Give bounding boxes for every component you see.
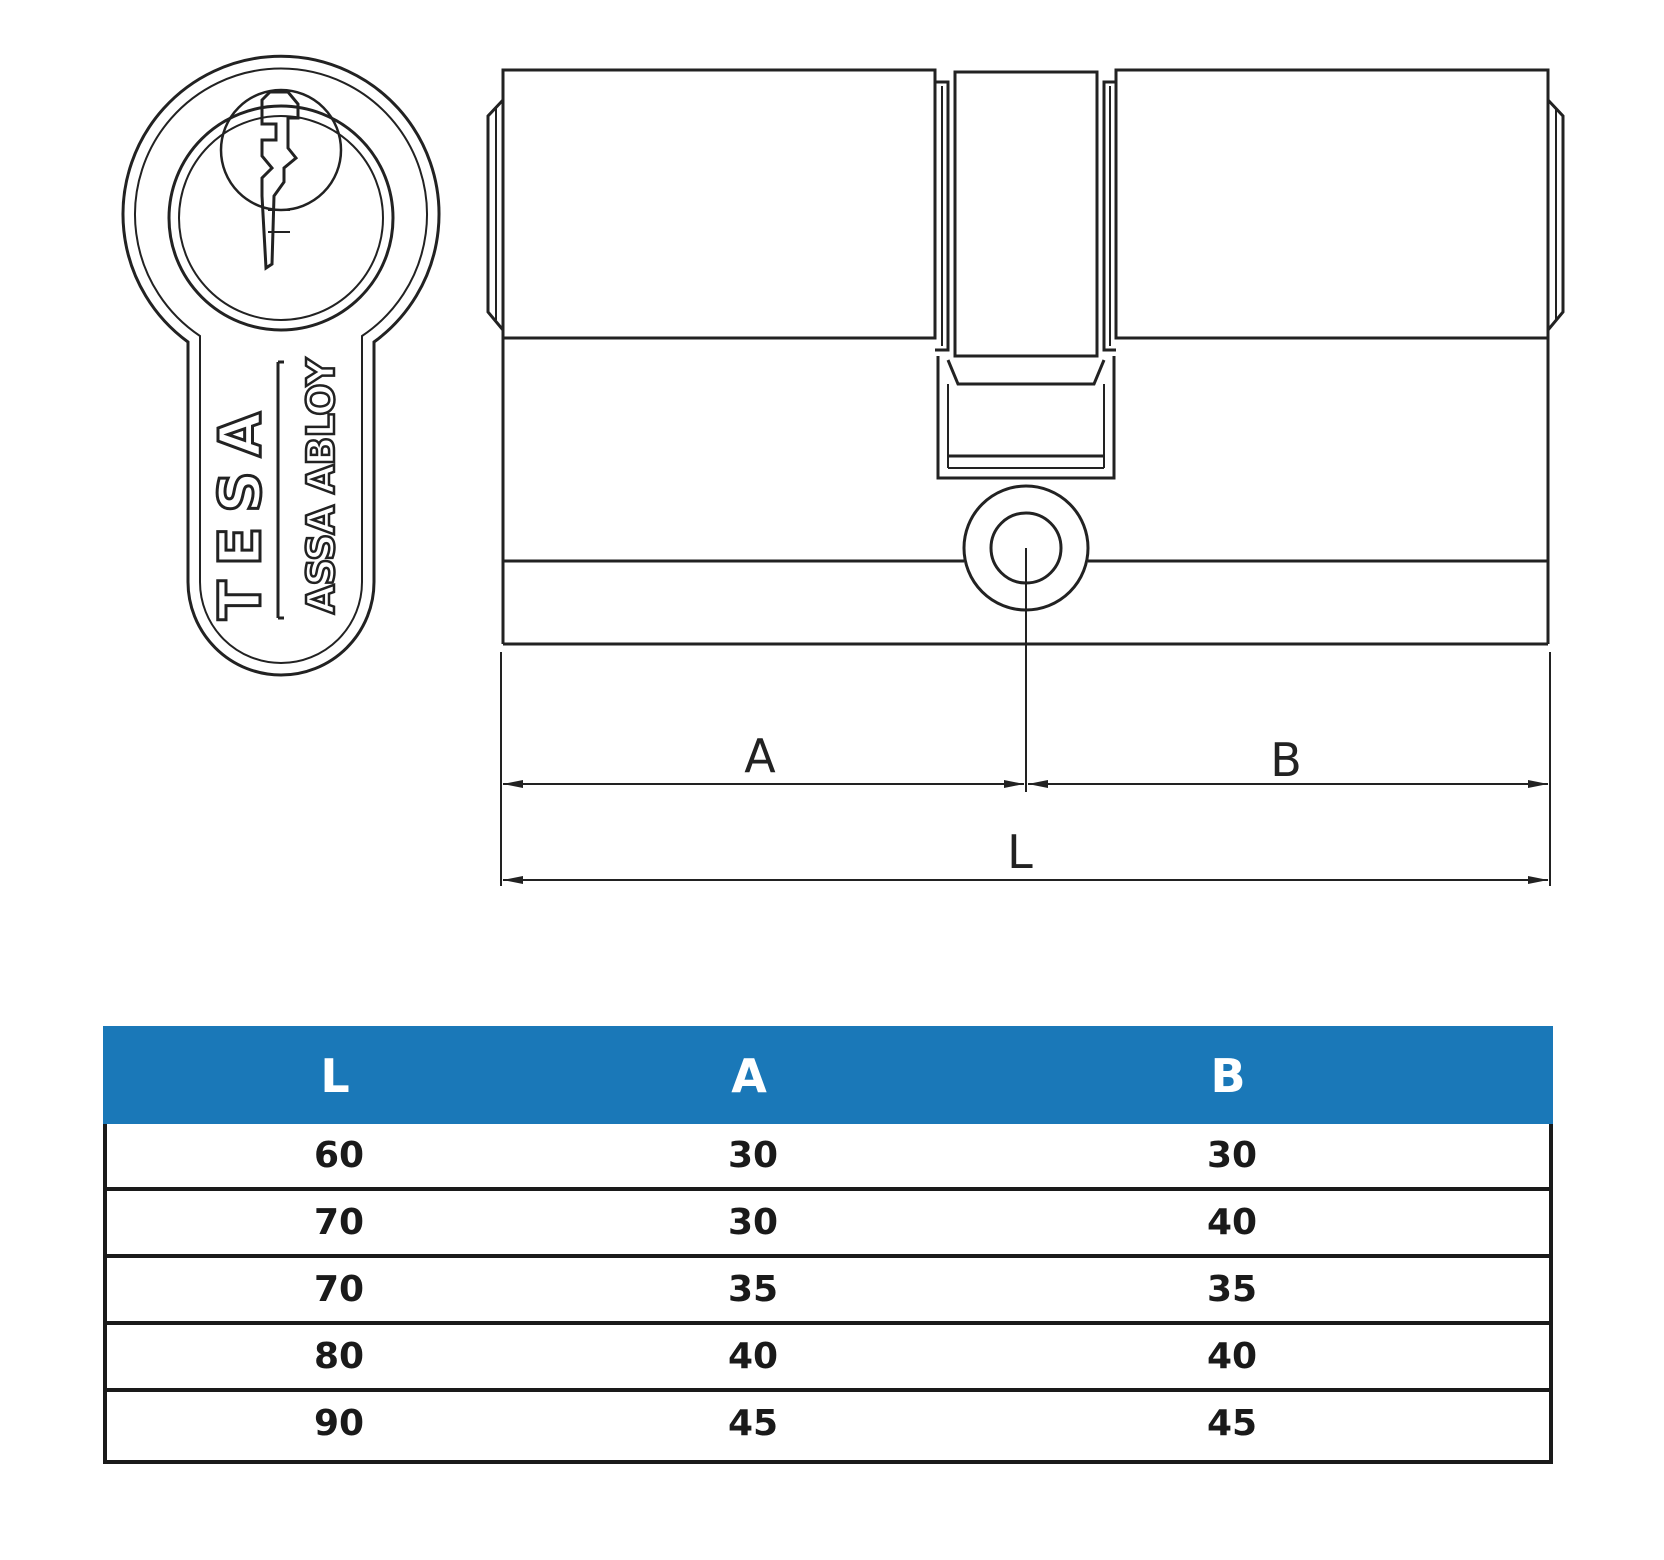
cylinder-side-view [486,68,1565,792]
table-row: 80 40 40 [107,1325,1549,1392]
table-row: 70 30 40 [107,1191,1549,1258]
cell-b: 45 [1206,1403,1258,1444]
cell-l: 60 [313,1135,365,1176]
cell-l: 90 [313,1403,365,1444]
table-row: 70 35 35 [107,1258,1549,1325]
keyway-icon [260,90,300,271]
dimension-lines [500,652,1551,886]
header-a: A [731,1049,767,1103]
dimension-a-label: A [744,729,776,783]
cell-b: 40 [1206,1202,1258,1243]
size-table: L A B 60 30 30 70 30 40 70 35 35 80 40 4… [103,1026,1553,1464]
header-b: B [1210,1049,1246,1103]
cell-a: 35 [727,1269,779,1310]
table-row: 60 30 30 [107,1124,1549,1191]
brand-logo: TESA ASSA ABLOY [205,356,345,621]
table-body: 60 30 30 70 30 40 70 35 35 80 40 40 90 4… [103,1124,1553,1464]
cell-l: 70 [313,1202,365,1243]
dimension-l-label: L [1007,825,1033,879]
dimension-b-label: B [1270,733,1302,787]
cell-a: 30 [727,1202,779,1243]
cell-b: 40 [1206,1336,1258,1377]
table-header: L A B [103,1026,1553,1124]
cell-a: 45 [727,1403,779,1444]
cylinder-technical-drawing: TESA ASSA ABLOY A [121,54,1565,886]
table-row: 90 45 45 [107,1392,1549,1460]
brand-name: TESA [206,398,274,620]
cell-a: 30 [727,1135,779,1176]
cell-l: 80 [313,1336,365,1377]
brand-subname: ASSA ABLOY [299,358,343,614]
cell-b: 30 [1206,1135,1258,1176]
header-l: L [320,1049,350,1103]
cylinder-front-view [121,54,441,677]
cell-a: 40 [727,1336,779,1377]
cell-b: 35 [1206,1269,1258,1310]
cell-l: 70 [313,1269,365,1310]
